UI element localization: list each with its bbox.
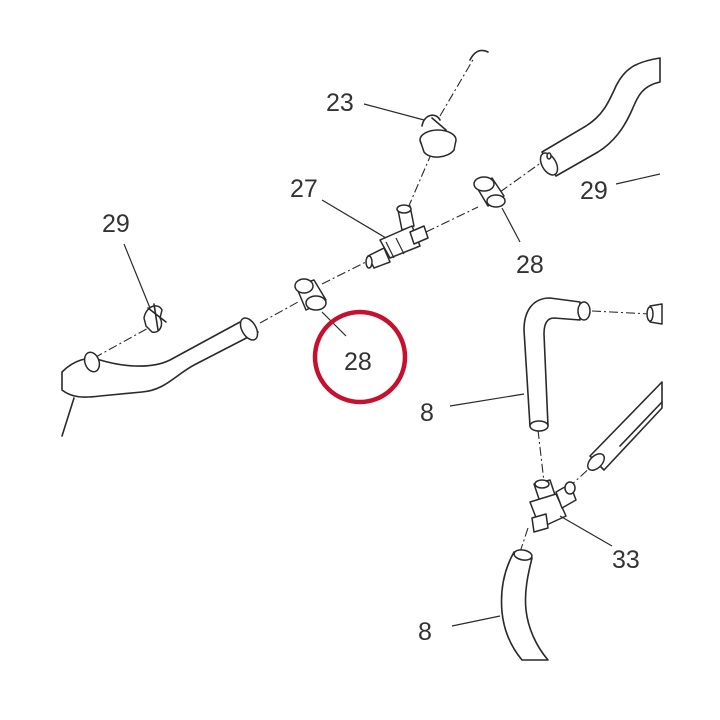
- part-33-tee-fitting: [529, 479, 577, 533]
- part-29-hose-left: [61, 303, 259, 398]
- callout-29-left: 29: [102, 210, 130, 238]
- callout-23: 23: [326, 89, 354, 117]
- callout-28-highlighted: 28: [344, 348, 372, 376]
- highlight-ring: [312, 309, 408, 405]
- connector-right: [646, 303, 663, 325]
- part-28-sleeve-right: [473, 176, 506, 208]
- hose-left-tail: [61, 397, 75, 437]
- part-23-clamp: [419, 114, 457, 158]
- callout-8-lower: 8: [418, 618, 432, 646]
- part-27-tee-fitting: [365, 204, 429, 269]
- part-8-hose-lower: [500, 549, 549, 661]
- part-8-hose-upper: [523, 297, 591, 432]
- part-29-hose-right: [539, 57, 661, 177]
- callout-8-upper: 8: [420, 399, 434, 427]
- callout-27: 27: [290, 175, 318, 203]
- part-28-sleeve-highlighted: [294, 278, 327, 311]
- leader-lines: [123, 103, 661, 627]
- callout-29-right: 29: [580, 177, 608, 205]
- hose-top-end: [469, 49, 489, 61]
- callout-28-right: 28: [516, 251, 544, 279]
- hose-diagonal-right: [587, 381, 663, 471]
- callout-33: 33: [612, 546, 640, 574]
- callout-labels: 23 27 29 29 28 28 8 8 33: [102, 89, 640, 646]
